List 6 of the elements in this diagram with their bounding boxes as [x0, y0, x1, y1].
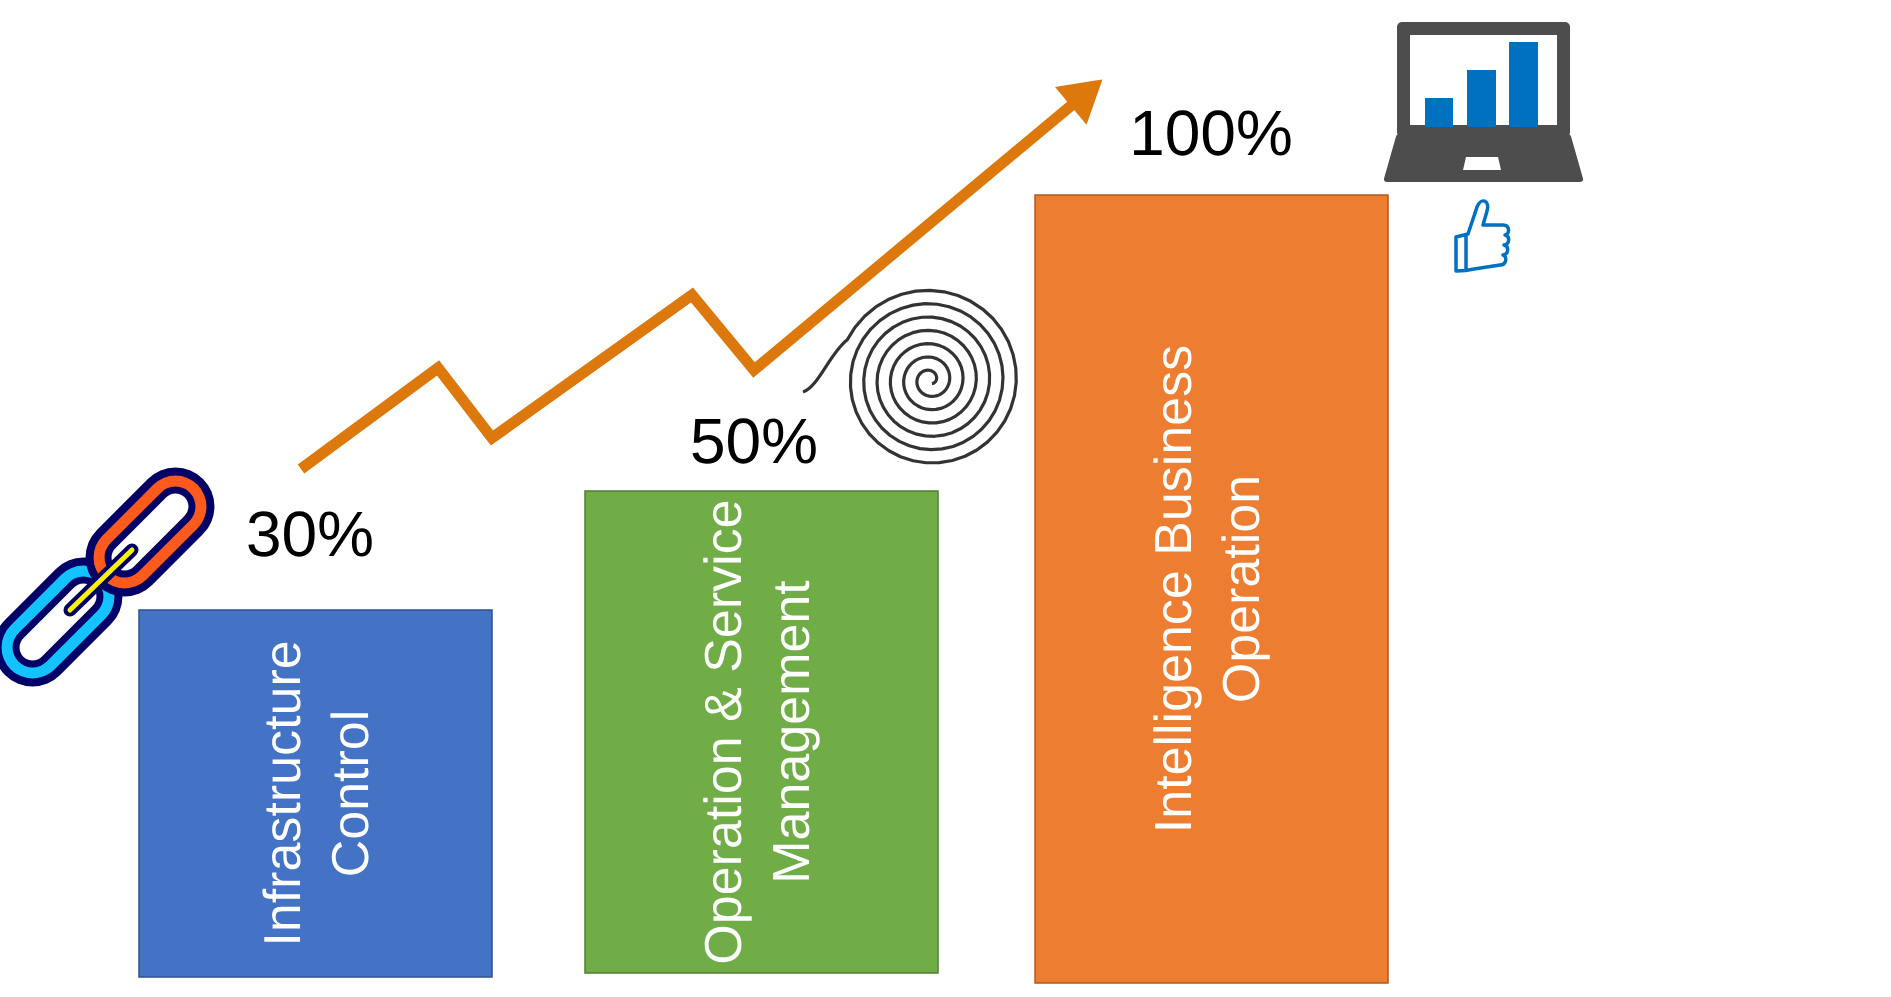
stage-box: Intelligence Business Operation — [1034, 194, 1389, 984]
stage-box: Infrastructure Control — [138, 609, 493, 978]
percent-label: 50% — [692, 418, 816, 464]
stage-box: Operation & Service Management — [584, 490, 939, 974]
percent-label: 30% — [248, 511, 372, 557]
percent-label: 100% — [1134, 110, 1291, 156]
